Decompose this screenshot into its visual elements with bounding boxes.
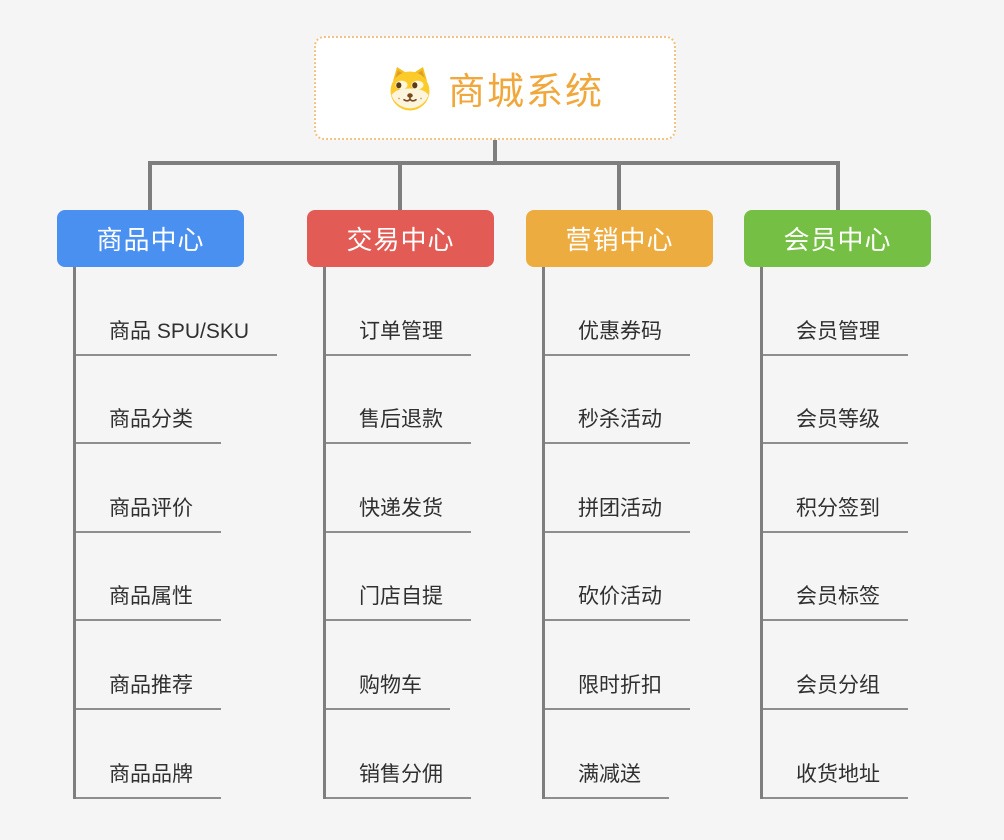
item-label[interactable]: 商品品牌 [76, 758, 221, 799]
list-item: 积分签到 [763, 444, 908, 533]
item-label[interactable]: 商品推荐 [76, 669, 221, 710]
branch-header-product-center[interactable]: 商品中心 [57, 210, 244, 267]
item-label[interactable]: 秒杀活动 [545, 403, 690, 445]
item-label[interactable]: 售后退款 [326, 403, 471, 445]
item-label[interactable]: 销售分佣 [326, 758, 471, 799]
list-item: 会员等级 [763, 356, 908, 445]
branch-header-trade-center[interactable]: 交易中心 [307, 210, 494, 267]
item-label[interactable]: 商品 SPU/SKU [76, 315, 278, 356]
item-label[interactable]: 快递发货 [326, 492, 471, 533]
connector-root-stem [493, 140, 497, 163]
item-label[interactable]: 满减送 [545, 758, 669, 799]
branch-list-trade-center: 订单管理 售后退款 快递发货 门店自提 购物车 销售分佣 [323, 267, 471, 799]
item-label[interactable]: 限时折扣 [545, 669, 690, 710]
list-item: 会员标签 [763, 533, 908, 622]
list-item: 会员管理 [763, 267, 908, 356]
list-item: 商品属性 [76, 533, 277, 622]
list-item: 快递发货 [326, 444, 471, 533]
dog-face-icon [390, 67, 430, 111]
item-label[interactable]: 拼团活动 [545, 492, 690, 533]
connector-drop-marketing [617, 161, 621, 210]
list-item: 拼团活动 [545, 444, 690, 533]
item-label[interactable]: 砍价活动 [545, 580, 690, 622]
list-item: 砍价活动 [545, 533, 690, 622]
root-title: 商城系统 [448, 71, 604, 112]
item-label[interactable]: 优惠券码 [545, 315, 690, 356]
root-node-mall-system[interactable]: 商城系统 [314, 36, 676, 140]
item-label[interactable]: 门店自提 [326, 580, 471, 622]
list-item: 商品评价 [76, 444, 277, 533]
branch-list-marketing-center: 优惠券码 秒杀活动 拼团活动 砍价活动 限时折扣 满减送 [542, 267, 690, 799]
list-item: 门店自提 [326, 533, 471, 622]
list-item: 订单管理 [326, 267, 471, 356]
list-item: 限时折扣 [545, 621, 690, 710]
branch-list-product-center: 商品 SPU/SKU 商品分类 商品评价 商品属性 商品推荐 商品品牌 [73, 267, 278, 799]
list-item: 收货地址 [763, 710, 908, 799]
list-item: 商品分类 [76, 356, 277, 445]
item-label[interactable]: 会员分组 [763, 669, 908, 710]
list-item: 商品推荐 [76, 621, 277, 710]
item-label[interactable]: 积分签到 [763, 492, 908, 533]
item-label[interactable]: 商品分类 [76, 403, 221, 445]
connector-drop-trade [398, 161, 402, 210]
branch-header-marketing-center[interactable]: 营销中心 [526, 210, 713, 267]
list-item: 商品 SPU/SKU [76, 267, 278, 356]
item-label[interactable]: 会员等级 [763, 403, 908, 445]
item-label[interactable]: 会员管理 [763, 315, 908, 356]
item-label[interactable]: 购物车 [326, 669, 450, 710]
connector-drop-member [836, 161, 840, 210]
list-item: 购物车 [326, 621, 471, 710]
list-item: 销售分佣 [326, 710, 471, 799]
list-item: 售后退款 [326, 356, 471, 445]
item-label[interactable]: 商品属性 [76, 580, 221, 622]
branch-header-member-center[interactable]: 会员中心 [744, 210, 931, 267]
connector-horizontal-bar [148, 161, 840, 165]
item-label[interactable]: 订单管理 [326, 315, 471, 356]
item-label[interactable]: 商品评价 [76, 492, 221, 533]
item-label[interactable]: 会员标签 [763, 580, 908, 622]
list-item: 秒杀活动 [545, 356, 690, 445]
list-item: 优惠券码 [545, 267, 690, 356]
item-label[interactable]: 收货地址 [763, 758, 908, 799]
list-item: 满减送 [545, 710, 690, 799]
list-item: 会员分组 [763, 621, 908, 710]
branch-list-member-center: 会员管理 会员等级 积分签到 会员标签 会员分组 收货地址 [760, 267, 908, 799]
connector-drop-product [148, 161, 152, 210]
list-item: 商品品牌 [76, 710, 277, 799]
